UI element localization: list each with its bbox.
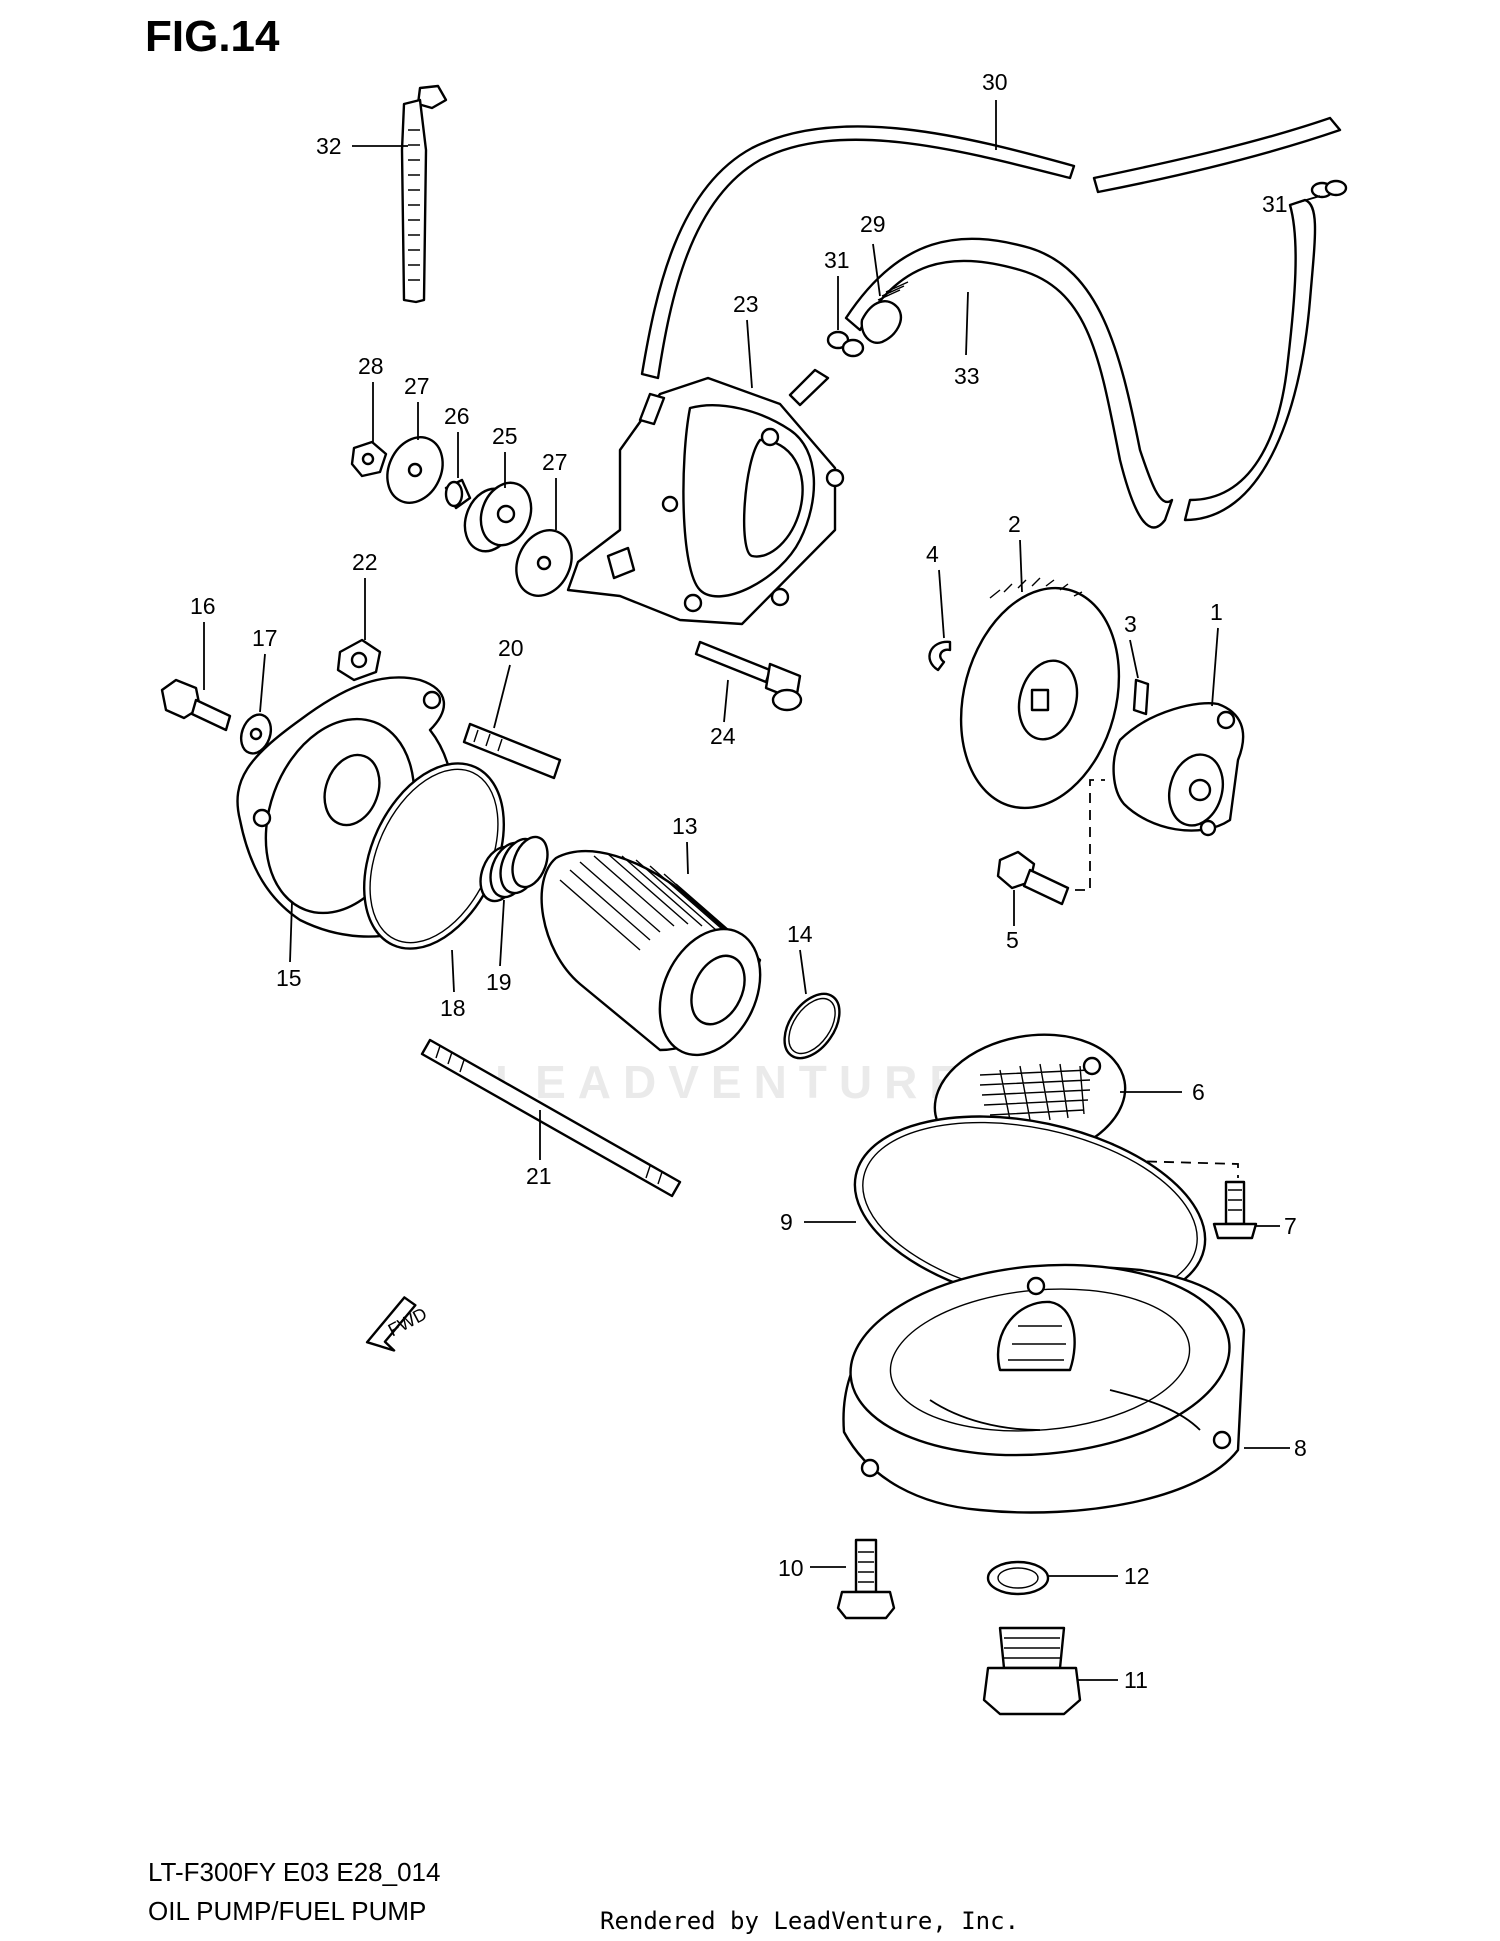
callout-14: 14 bbox=[787, 921, 813, 947]
part-19-spring[interactable] bbox=[474, 832, 554, 906]
callout-leader-lines bbox=[203, 100, 1321, 1681]
part-27-washer-right[interactable] bbox=[506, 521, 582, 605]
part-24-bolt[interactable] bbox=[694, 640, 803, 712]
callout-27-right: 27 bbox=[542, 449, 568, 475]
part-26-collar[interactable] bbox=[444, 478, 472, 510]
part-8-oil-sump-cover[interactable] bbox=[842, 1250, 1246, 1514]
part-10-bolt[interactable] bbox=[836, 1538, 896, 1620]
callout-33: 33 bbox=[954, 363, 980, 389]
callout-3: 3 bbox=[1124, 611, 1137, 637]
part-33-fuel-hose[interactable] bbox=[844, 198, 1317, 529]
callout-19: 19 bbox=[486, 969, 512, 995]
callout-6: 6 bbox=[1192, 1079, 1205, 1105]
callout-15: 15 bbox=[276, 965, 302, 991]
section-name: OIL PUMP/FUEL PUMP bbox=[148, 1896, 427, 1926]
part-17-washer[interactable] bbox=[236, 710, 276, 757]
part-2-oil-pump-gear[interactable] bbox=[938, 570, 1143, 826]
part-3-pin[interactable] bbox=[1132, 678, 1150, 716]
callout-18: 18 bbox=[440, 995, 466, 1021]
part-28-nut[interactable] bbox=[350, 440, 388, 478]
callout-12: 12 bbox=[1124, 1563, 1150, 1589]
callout-21: 21 bbox=[526, 1163, 552, 1189]
model-code: LT-F300FY E03 E28_014 bbox=[148, 1857, 441, 1887]
callout-7: 7 bbox=[1284, 1213, 1297, 1239]
part-5-alignment-line bbox=[1075, 779, 1105, 891]
part-20-stud-bolt[interactable] bbox=[462, 722, 562, 780]
callout-5: 5 bbox=[1006, 927, 1019, 953]
part-21-stud[interactable] bbox=[420, 1038, 682, 1198]
part-11-drain-plug[interactable] bbox=[982, 1626, 1082, 1716]
callout-23: 23 bbox=[733, 291, 759, 317]
watermark-text: LEADVENTURE bbox=[495, 1056, 973, 1108]
part-1-oil-pump-assy[interactable] bbox=[1112, 702, 1245, 837]
callout-28: 28 bbox=[358, 353, 384, 379]
part-32-cable-tie[interactable] bbox=[400, 84, 448, 304]
part-13-oil-filter-element[interactable] bbox=[540, 849, 780, 1071]
callout-9: 9 bbox=[780, 1209, 793, 1235]
part-23-fuel-pump[interactable] bbox=[566, 368, 845, 626]
callout-30: 30 bbox=[982, 69, 1008, 95]
part-7-alignment-line bbox=[1095, 1159, 1239, 1178]
callout-2: 2 bbox=[1008, 511, 1021, 537]
part-29-hose-fitting[interactable] bbox=[860, 281, 909, 344]
callout-16: 16 bbox=[190, 593, 216, 619]
part-31-hose-clip-upper[interactable] bbox=[826, 330, 865, 358]
part-25-grommet[interactable] bbox=[457, 476, 540, 559]
callout-17: 17 bbox=[252, 625, 278, 651]
callout-24: 24 bbox=[710, 723, 736, 749]
callout-26: 26 bbox=[444, 403, 470, 429]
part-12-gasket[interactable] bbox=[986, 1560, 1050, 1596]
fwd-arrow-icon: FWD bbox=[365, 1296, 430, 1352]
callout-25: 25 bbox=[492, 423, 518, 449]
part-30-fuel-hose[interactable] bbox=[640, 116, 1342, 380]
part-5-bolt[interactable] bbox=[996, 850, 1070, 906]
callout-4: 4 bbox=[926, 541, 939, 567]
part-7-screw[interactable] bbox=[1212, 1180, 1258, 1240]
part-14-o-ring[interactable] bbox=[773, 984, 850, 1068]
callout-31-upper: 31 bbox=[824, 247, 850, 273]
callout-32: 32 bbox=[316, 133, 342, 159]
callout-10: 10 bbox=[778, 1555, 804, 1581]
callout-22: 22 bbox=[352, 549, 378, 575]
part-16-bolt[interactable] bbox=[160, 678, 232, 732]
part-27-washer-left[interactable] bbox=[377, 428, 453, 512]
figure-title: FIG.14 bbox=[145, 12, 280, 61]
callout-29: 29 bbox=[860, 211, 886, 237]
callout-13: 13 bbox=[672, 813, 698, 839]
callout-31-right: 31 bbox=[1262, 191, 1288, 217]
callout-11: 11 bbox=[1124, 1667, 1148, 1693]
callout-20: 20 bbox=[498, 635, 524, 661]
part-4-circlip[interactable] bbox=[928, 640, 952, 672]
part-31-hose-clip-right[interactable] bbox=[1310, 179, 1348, 199]
callout-8: 8 bbox=[1294, 1435, 1307, 1461]
part-22-nut[interactable] bbox=[336, 638, 382, 682]
callout-1: 1 bbox=[1210, 599, 1223, 625]
callout-numbers: 32 30 31 29 31 23 33 28 27 26 25 27 22 2… bbox=[190, 69, 1307, 1693]
callout-27-left: 27 bbox=[404, 373, 430, 399]
render-credit: Rendered by LeadVenture, Inc. bbox=[600, 1907, 1020, 1935]
